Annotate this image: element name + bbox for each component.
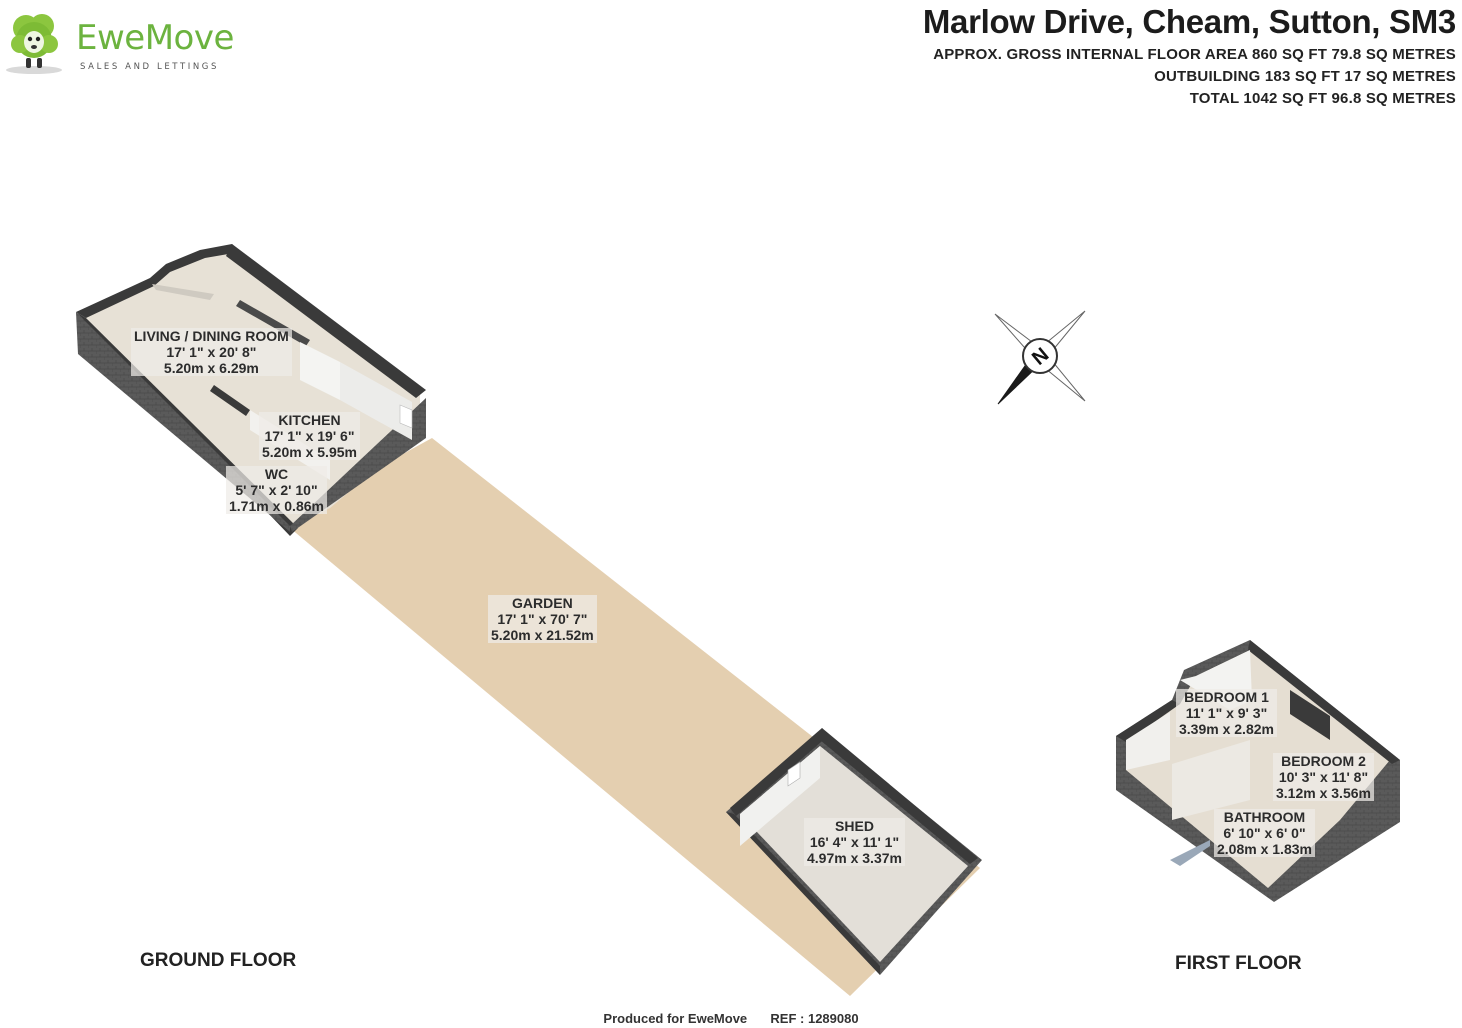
- room-size-metric: 1.71m x 0.86m: [229, 498, 324, 514]
- room-label-bedroom1: BEDROOM 1 11' 1" x 9' 3" 3.39m x 2.82m: [1176, 689, 1277, 737]
- room-label-wc: WC 5' 7" x 2' 10" 1.71m x 0.86m: [226, 466, 327, 514]
- room-size-imperial: 11' 1" x 9' 3": [1185, 705, 1268, 721]
- footer: Produced for EweMove REF : 1289080: [0, 1011, 1462, 1026]
- brand-tagline: SALES AND LETTINGS: [80, 62, 219, 72]
- room-size-imperial: 17' 1" x 20' 8": [166, 344, 257, 360]
- room-name: BEDROOM 1: [1184, 689, 1269, 705]
- room-label-bedroom2: BEDROOM 2 10' 3" x 11' 8" 3.12m x 3.56m: [1273, 753, 1374, 801]
- produced-for-text: Produced for EweMove: [603, 1011, 748, 1026]
- first-floor-label: FIRST FLOOR: [1175, 953, 1302, 974]
- room-label-living: LIVING / DINING ROOM 17' 1" x 20' 8" 5.2…: [131, 328, 292, 376]
- room-size-metric: 3.39m x 2.82m: [1179, 721, 1274, 737]
- room-size-metric: 5.20m x 5.95m: [262, 444, 357, 460]
- room-name: LIVING / DINING ROOM: [134, 328, 289, 344]
- room-size-metric: 5.20m x 6.29m: [163, 360, 259, 376]
- room-size-imperial: 17' 1" x 70' 7": [497, 611, 588, 627]
- room-name: BEDROOM 2: [1281, 753, 1366, 769]
- room-size-metric: 2.08m x 1.83m: [1217, 841, 1312, 857]
- ground-floor-label: GROUND FLOOR: [140, 950, 297, 971]
- room-label-kitchen: KITCHEN 17' 1" x 19' 6" 5.20m x 5.95m: [259, 412, 360, 460]
- room-size-imperial: 10' 3" x 11' 8": [1278, 769, 1369, 785]
- compass-north-icon: N: [994, 310, 1086, 405]
- room-size-metric: 4.97m x 3.37m: [807, 850, 902, 866]
- room-size-imperial: 6' 10" x 6' 0": [1223, 825, 1306, 841]
- total-area: TOTAL 1042 SQ FT 96.8 SQ METRES: [1189, 90, 1456, 107]
- room-label-garden: GARDEN 17' 1" x 70' 7" 5.20m x 21.52m: [488, 595, 597, 643]
- room-size-metric: 3.12m x 3.56m: [1276, 785, 1371, 801]
- room-label-shed: SHED 16' 4" x 11' 1" 4.97m x 3.37m: [804, 818, 905, 866]
- outbuilding-area: OUTBUILDING 183 SQ FT 17 SQ METRES: [1154, 68, 1456, 85]
- room-name: SHED: [835, 818, 874, 834]
- room-size-imperial: 16' 4" x 11' 1": [809, 834, 900, 850]
- ewemove-logo: EweMove SALES AND LETTINGS: [4, 6, 244, 76]
- room-size-imperial: 17' 1" x 19' 6": [264, 428, 355, 444]
- gross-internal-area: APPROX. GROSS INTERNAL FLOOR AREA 860 SQ…: [933, 46, 1456, 63]
- sheep-mascot-icon: [6, 14, 62, 74]
- room-name: GARDEN: [512, 595, 573, 611]
- room-label-bathroom: BATHROOM 6' 10" x 6' 0" 2.08m x 1.83m: [1214, 809, 1315, 857]
- room-size-metric: 5.20m x 21.52m: [491, 627, 594, 643]
- room-name: WC: [264, 466, 289, 482]
- room-name: KITCHEN: [278, 412, 341, 428]
- reference-number: REF : 1289080: [770, 1011, 859, 1026]
- room-size-imperial: 5' 7" x 2' 10": [235, 482, 318, 498]
- property-address: Marlow Drive, Cheam, Sutton, SM3: [922, 3, 1456, 40]
- room-name: BATHROOM: [1223, 809, 1306, 825]
- property-header: Marlow Drive, Cheam, Sutton, SM3 APPROX.…: [923, 0, 1456, 110]
- brand-name: EweMove: [76, 18, 234, 58]
